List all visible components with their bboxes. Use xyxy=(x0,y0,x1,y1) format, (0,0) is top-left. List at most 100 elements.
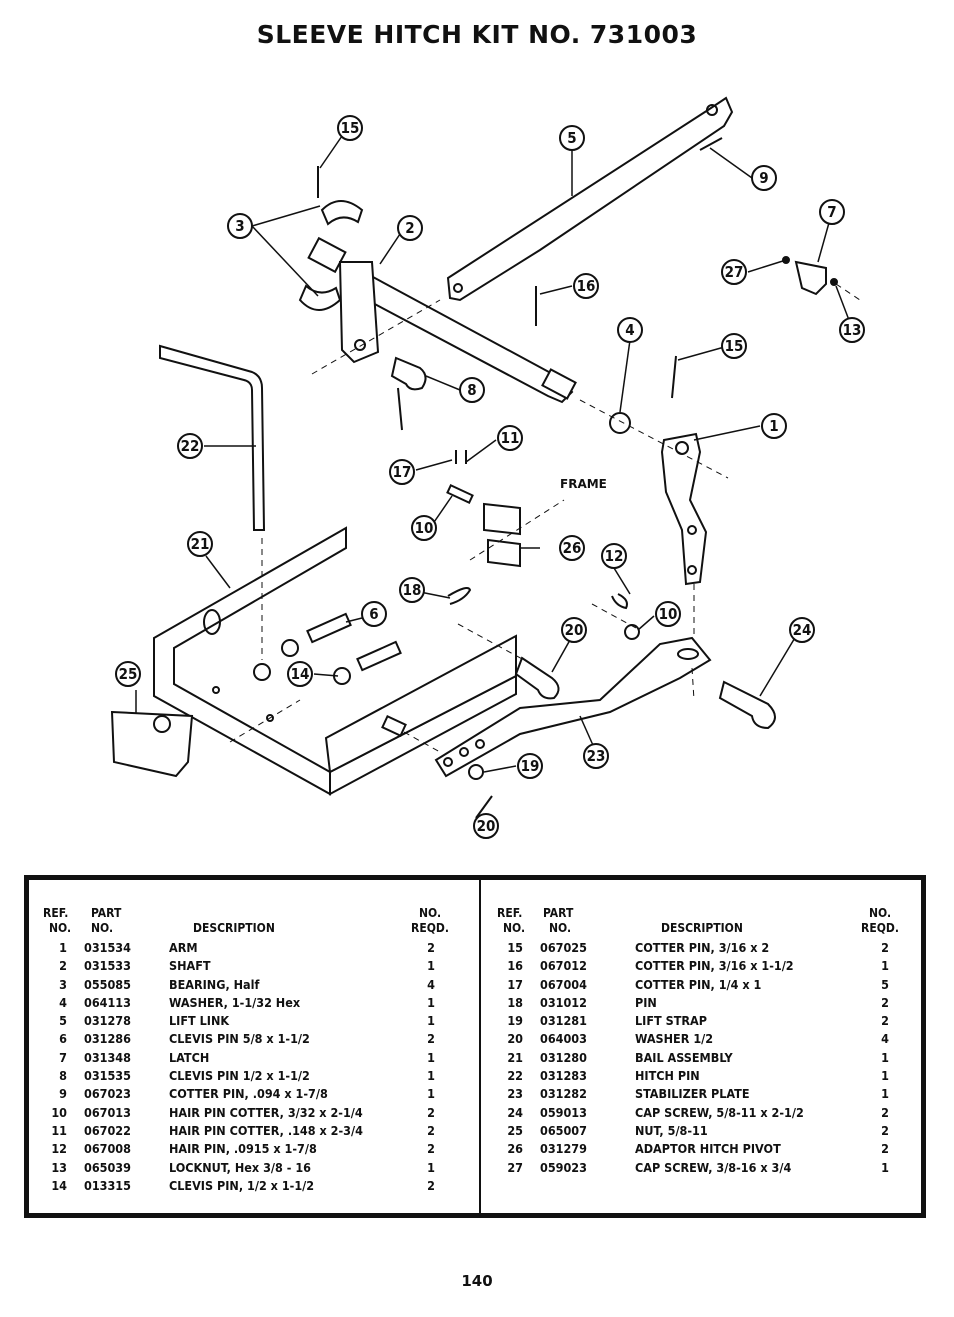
column-divider xyxy=(479,880,481,1213)
quantity-cell: 1 xyxy=(427,994,435,1010)
callout-bubble: 17 xyxy=(389,459,415,485)
half-bearing-lower xyxy=(298,284,342,311)
callout-bubble: 3 xyxy=(227,213,253,239)
callout-bubble: 4 xyxy=(617,317,643,343)
hdr-part-2: NO. xyxy=(549,921,572,935)
part-number-cell: 031012 xyxy=(540,994,587,1010)
shaft-yoke-part xyxy=(307,236,380,364)
lift-strap-part xyxy=(434,636,712,778)
callout-number: 24 xyxy=(793,621,812,639)
callout-number: 21 xyxy=(191,535,210,553)
part-number-cell: 031286 xyxy=(84,1031,131,1047)
description-cell: HAIR PIN, .0915 x 1-7/8 xyxy=(169,1141,317,1157)
callout-circle xyxy=(561,617,587,643)
ref-cell: 3 xyxy=(59,976,67,992)
callout-bubble: 1 xyxy=(761,413,787,439)
callout-circle xyxy=(473,813,499,839)
description-cell: ADAPTOR HITCH PIVOT xyxy=(635,1141,781,1157)
callout-circle xyxy=(361,601,387,627)
callout-bubble: 7 xyxy=(819,199,845,225)
description-cell: WASHER 1/2 xyxy=(635,1031,714,1047)
callout-bubble: 20 xyxy=(561,617,587,643)
washer-part xyxy=(624,624,640,640)
ref-cell: 15 xyxy=(507,940,523,955)
callout-number: 2 xyxy=(405,219,414,237)
ref-cell: 9 xyxy=(59,1086,67,1102)
callout-circle xyxy=(389,459,415,485)
callout-number: 20 xyxy=(477,817,496,835)
callout-number: 20 xyxy=(565,621,584,639)
callout-circle xyxy=(721,259,747,285)
frame-label: FRAME xyxy=(560,477,607,491)
callout-circle xyxy=(839,317,865,343)
description-cell: WASHER, 1-1/32 Hex xyxy=(169,994,301,1010)
hitch-pin-part xyxy=(159,344,266,531)
ref-cell: 27 xyxy=(507,1159,523,1175)
callout-number: 17 xyxy=(393,463,412,481)
description-cell: BEARING, Half xyxy=(169,976,260,992)
description-cell: HITCH PIN xyxy=(635,1068,700,1084)
cotter-pin-part xyxy=(397,387,403,431)
quantity-cell: 4 xyxy=(881,1031,889,1047)
cotter-pin-part xyxy=(475,795,493,819)
part-number-cell: 065007 xyxy=(540,1122,587,1138)
alignment-lines xyxy=(229,283,861,753)
part-number-cell: 067008 xyxy=(84,1141,131,1157)
hdr-part-2: NO. xyxy=(91,921,114,935)
ref-cell: 10 xyxy=(51,1104,67,1120)
hdr-ref-2: NO. xyxy=(49,921,72,935)
callout-bubble: 14 xyxy=(287,661,313,687)
bail-assembly-part xyxy=(153,526,517,796)
cap-screw-part xyxy=(356,640,402,672)
quantity-cell: 1 xyxy=(881,1068,889,1084)
description-cell: BAIL ASSEMBLY xyxy=(635,1049,733,1065)
part-number-cell: 067012 xyxy=(540,958,587,974)
hair-pin-part xyxy=(447,587,472,605)
part-number-cell: 031280 xyxy=(540,1049,587,1065)
quantity-cell: 1 xyxy=(427,1013,435,1029)
quantity-cell: 2 xyxy=(427,1177,435,1193)
description-cell: LIFT LINK xyxy=(169,1013,230,1029)
hdr-qty-2: REQD. xyxy=(411,921,449,935)
callout-circle xyxy=(559,535,585,561)
callout-circle xyxy=(761,413,787,439)
callout-circle xyxy=(497,425,523,451)
ref-cell: 5 xyxy=(59,1013,67,1029)
callout-number: 10 xyxy=(659,605,678,623)
quantity-cell: 2 xyxy=(427,1104,435,1120)
ref-cell: 4 xyxy=(59,994,67,1010)
callout-bubble: 15 xyxy=(337,115,363,141)
ref-cell: 12 xyxy=(51,1141,67,1157)
quantity-cell: 2 xyxy=(881,1013,889,1029)
callout-circle xyxy=(187,531,213,557)
callout-number: 19 xyxy=(521,757,540,775)
page-number: 140 xyxy=(461,1272,493,1290)
callout-bubble: 10 xyxy=(411,515,437,541)
part-number-cell: 013315 xyxy=(84,1177,131,1193)
hdr-part-1: PART xyxy=(91,906,122,920)
hdr-ref-1: REF. xyxy=(43,906,69,920)
callout-circle xyxy=(517,753,543,779)
quantity-cell: 1 xyxy=(881,1049,889,1065)
callout-number: 15 xyxy=(725,337,744,355)
description-cell: COTTER PIN, 1/4 x 1 xyxy=(635,976,762,992)
ref-cell: 26 xyxy=(507,1141,523,1157)
cap-screw-part xyxy=(306,612,352,644)
callout-circle xyxy=(337,115,363,141)
part-number-cell: 031279 xyxy=(540,1141,587,1157)
callout-number: 13 xyxy=(843,321,862,339)
pin-part xyxy=(381,715,407,737)
hair-pin-part xyxy=(611,593,628,610)
callout-circle xyxy=(751,165,777,191)
parts-list-right: REF. NO. PART NO. DESCRIPTION NO. REQD. … xyxy=(495,906,919,1178)
adaptor-hitch-pivot-part xyxy=(483,502,521,568)
quantity-cell: 1 xyxy=(427,1086,435,1102)
ref-cell: 17 xyxy=(507,976,523,992)
callout-bubble: 20 xyxy=(473,813,499,839)
